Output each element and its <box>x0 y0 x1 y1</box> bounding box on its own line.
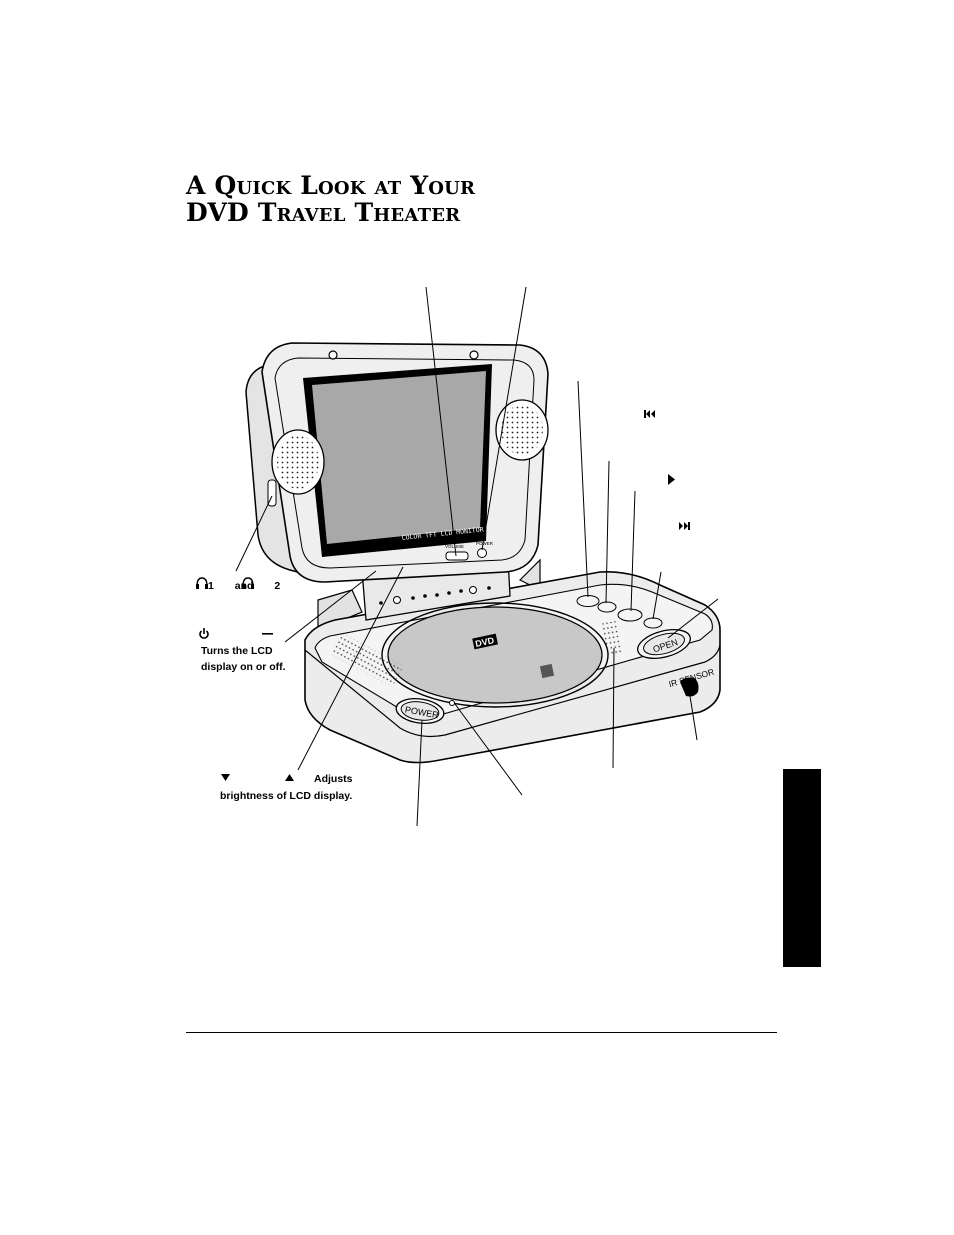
brightness-adjusts-label: Adjusts <box>314 773 353 785</box>
title-line-2: DVD Travel Theater <box>186 198 461 227</box>
playback-controls <box>576 595 663 629</box>
triangle-up-icon <box>285 774 294 781</box>
skip-back-button[interactable] <box>597 601 617 613</box>
section-tab <box>783 769 821 967</box>
power-label-small: POWER <box>476 541 494 546</box>
power-button[interactable]: POWER <box>395 696 446 726</box>
open-button[interactable]: OPEN <box>635 624 694 663</box>
right-speaker-grille <box>495 399 549 461</box>
dash-mark <box>262 633 273 635</box>
lcd-lid: COLOR TFT LCD MONITOR VOLUME POWER <box>245 342 549 583</box>
lcd-power-desc-line-1: Turns the LCD <box>201 645 273 657</box>
play-button[interactable] <box>617 608 643 622</box>
title-line-1: A Quick Look at Your <box>186 171 476 200</box>
headphone-icon <box>242 577 254 589</box>
footer-rule <box>186 1032 777 1033</box>
skip-forward-button[interactable] <box>643 617 663 629</box>
indicator-light <box>449 700 455 706</box>
stop-button[interactable] <box>576 595 600 607</box>
ir-sensor-window <box>680 677 699 697</box>
page-title: A Quick Look at Your DVD Travel Theater <box>186 172 475 226</box>
callout-lines <box>235 286 719 827</box>
skip-back-icon <box>644 410 655 418</box>
left-speaker-grille <box>271 429 325 495</box>
headphone-icon <box>196 577 208 589</box>
headphone-jack-label: 1 and 2 <box>208 580 281 592</box>
skip-forward-icon <box>679 522 690 530</box>
triangle-down-icon <box>221 774 230 781</box>
play-icon <box>668 474 675 485</box>
brightness-desc-label: brightness of LCD display. <box>220 790 353 802</box>
lcd-power-desc-line-2: display on or off. <box>201 661 286 673</box>
power-icon <box>199 628 209 639</box>
volume-slider[interactable] <box>445 551 469 561</box>
disc-logo: DVD <box>474 635 495 649</box>
lcd-screen <box>312 371 486 544</box>
